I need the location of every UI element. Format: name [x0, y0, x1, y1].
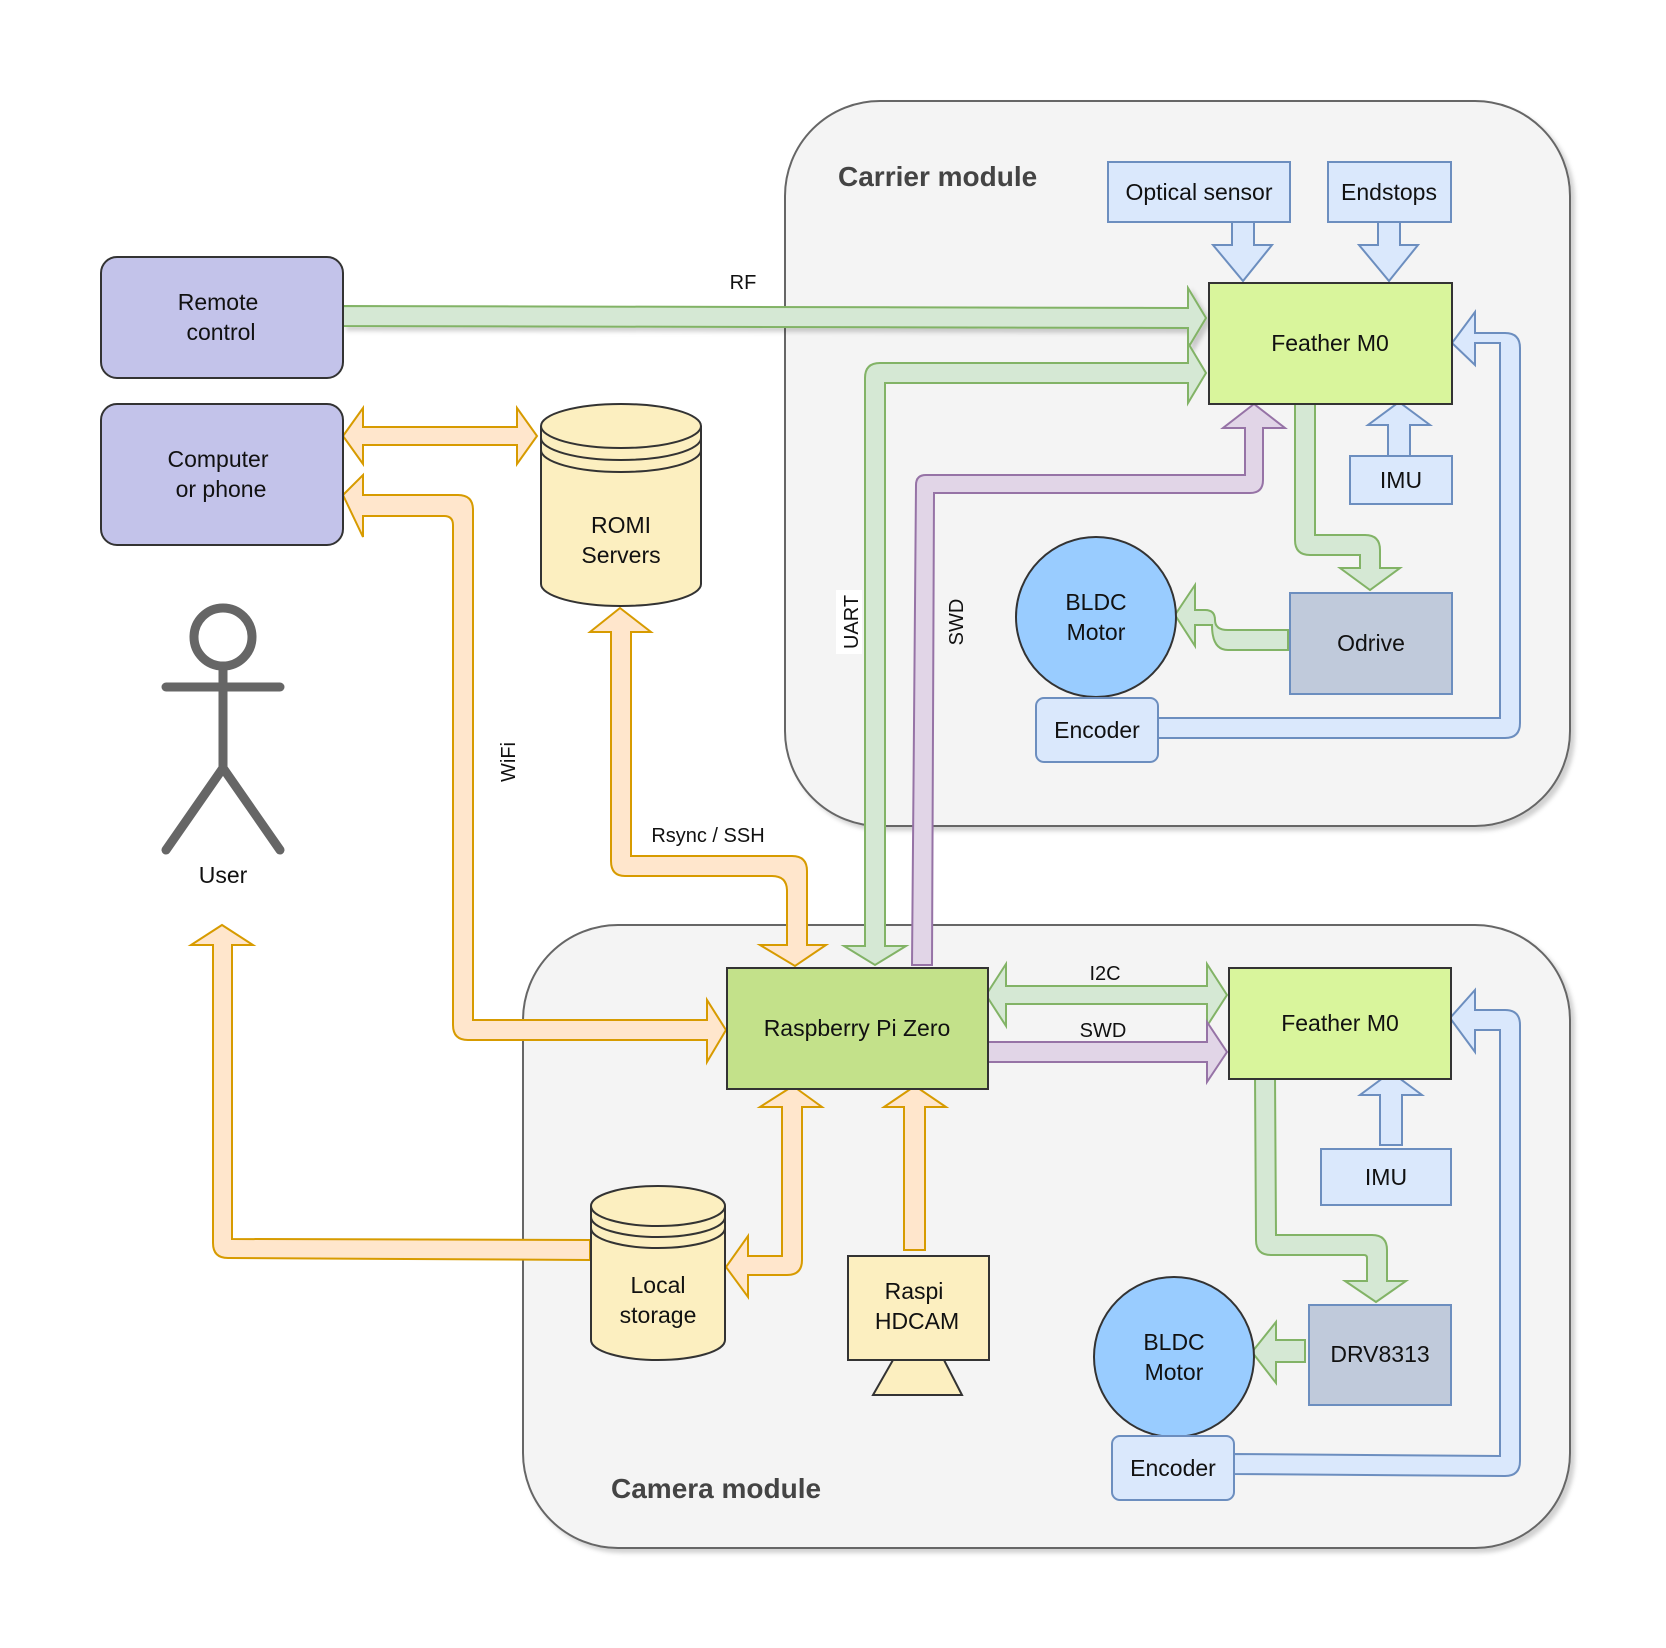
odrive-label: Odrive: [1337, 630, 1405, 656]
feather-to-odrive-arrow: [1294, 403, 1404, 592]
swd-vertical-label: SWD: [946, 599, 968, 646]
encoder-carrier-node: Encoder: [1035, 697, 1159, 763]
imu-camera-label: IMU: [1365, 1164, 1407, 1190]
bldc-camera-label-2: Motor: [1145, 1359, 1204, 1385]
bldc-carrier-label-2: Motor: [1067, 619, 1126, 645]
hdcam-rpi-arrow: [880, 1084, 950, 1251]
swd-horizontal-label: SWD: [1080, 1020, 1127, 1042]
i2c-arrow: [984, 960, 1229, 1030]
raspberry-pi-zero-node: Raspberry Pi Zero: [726, 967, 989, 1090]
raspi-hdcam-label-1: Raspi: [885, 1278, 944, 1304]
romi-servers-label-1: ROMI: [591, 512, 651, 538]
bldc-camera-label-1: BLDC: [1143, 1329, 1204, 1355]
encoder-camera-label: Encoder: [1130, 1455, 1216, 1481]
computer-romi-arrow: [341, 404, 539, 468]
imu-to-feather-camera-arrow: [1356, 1070, 1426, 1146]
rsync-ssh-label: Rsync / SSH: [651, 825, 764, 847]
optical-to-feather-arrow: [1210, 220, 1275, 283]
encoder-carrier-label: Encoder: [1054, 717, 1140, 743]
raspi-hdcam-label-2: HDCAM: [875, 1308, 959, 1334]
carrier-module-title: Carrier module: [838, 161, 1037, 192]
endstops-to-feather-arrow: [1356, 220, 1421, 283]
encoder-camera-node: Encoder: [1111, 1435, 1235, 1501]
endstops-label: Endstops: [1341, 179, 1437, 205]
drv-to-motor-arrow: [1250, 1319, 1306, 1386]
bldc-carrier-label-1: BLDC: [1065, 589, 1126, 615]
romi-servers-label-2: Servers: [581, 542, 660, 568]
local-storage-label-2: storage: [620, 1302, 697, 1328]
user-node: User: [161, 603, 285, 888]
imu-to-feather-carrier-arrow: [1364, 400, 1434, 457]
local-storage-node: Local storage: [590, 1185, 726, 1361]
computer-phone-label-1: Computer: [168, 446, 269, 472]
raspi-hdcam-node: Raspi HDCAM: [847, 1255, 990, 1396]
feather-m0-carrier-node: Feather M0: [1208, 282, 1453, 405]
local-storage-label-1: Local: [631, 1272, 686, 1298]
imu-camera-node: IMU: [1320, 1148, 1452, 1206]
feather-m0-camera-label: Feather M0: [1281, 1010, 1399, 1036]
computer-phone-node: Computer or phone: [100, 403, 344, 546]
user-stick-figure-icon: [161, 603, 285, 855]
camera-module-title: Camera module: [611, 1473, 821, 1504]
odrive-to-motor-arrow: [1173, 581, 1289, 651]
storage-to-user-arrow: [187, 923, 591, 1262]
raspberry-pi-zero-label: Raspberry Pi Zero: [764, 1015, 951, 1041]
feather-m0-camera-node: Feather M0: [1228, 967, 1452, 1080]
imu-carrier-node: IMU: [1349, 455, 1453, 505]
camera-lens-icon: [871, 1359, 964, 1396]
wifi-arrow: [341, 472, 728, 1066]
rf-arrow: [342, 284, 1208, 352]
remote-control-node: Remote control: [100, 256, 344, 379]
encoder-camera-feedback-arrow: [1231, 987, 1521, 1478]
imu-carrier-label: IMU: [1380, 467, 1422, 493]
uart-label: UART: [841, 595, 863, 649]
optical-sensor-node: Optical sensor: [1107, 161, 1291, 223]
uart-arrow: [840, 339, 1208, 967]
optical-sensor-label: Optical sensor: [1125, 179, 1272, 205]
feather-m0-carrier-label: Feather M0: [1271, 330, 1389, 356]
remote-control-label-2: control: [186, 319, 255, 345]
romi-servers-node: ROMI Servers: [540, 403, 702, 607]
swd-vertical-arrow: [910, 402, 1288, 966]
feather-to-drv-arrow: [1253, 1074, 1410, 1304]
swd-horizontal-arrow: [985, 1018, 1229, 1086]
rf-label: RF: [730, 272, 757, 294]
bldc-motor-carrier-node: BLDC Motor: [1015, 536, 1177, 698]
computer-phone-label-2: or phone: [176, 476, 267, 502]
endstops-node: Endstops: [1327, 161, 1452, 223]
i2c-label: I2C: [1089, 963, 1120, 985]
drv8313-label: DRV8313: [1330, 1341, 1429, 1367]
storage-rpi-arrow: [724, 1084, 826, 1301]
odrive-node: Odrive: [1289, 592, 1453, 695]
remote-control-label-1: Remote: [178, 289, 259, 315]
wifi-label: WiFi: [498, 742, 520, 782]
drv8313-node: DRV8313: [1308, 1304, 1452, 1406]
user-label: User: [199, 862, 248, 888]
rsync-ssh-arrow: [587, 606, 830, 968]
bldc-motor-camera-node: BLDC Motor: [1093, 1276, 1255, 1438]
